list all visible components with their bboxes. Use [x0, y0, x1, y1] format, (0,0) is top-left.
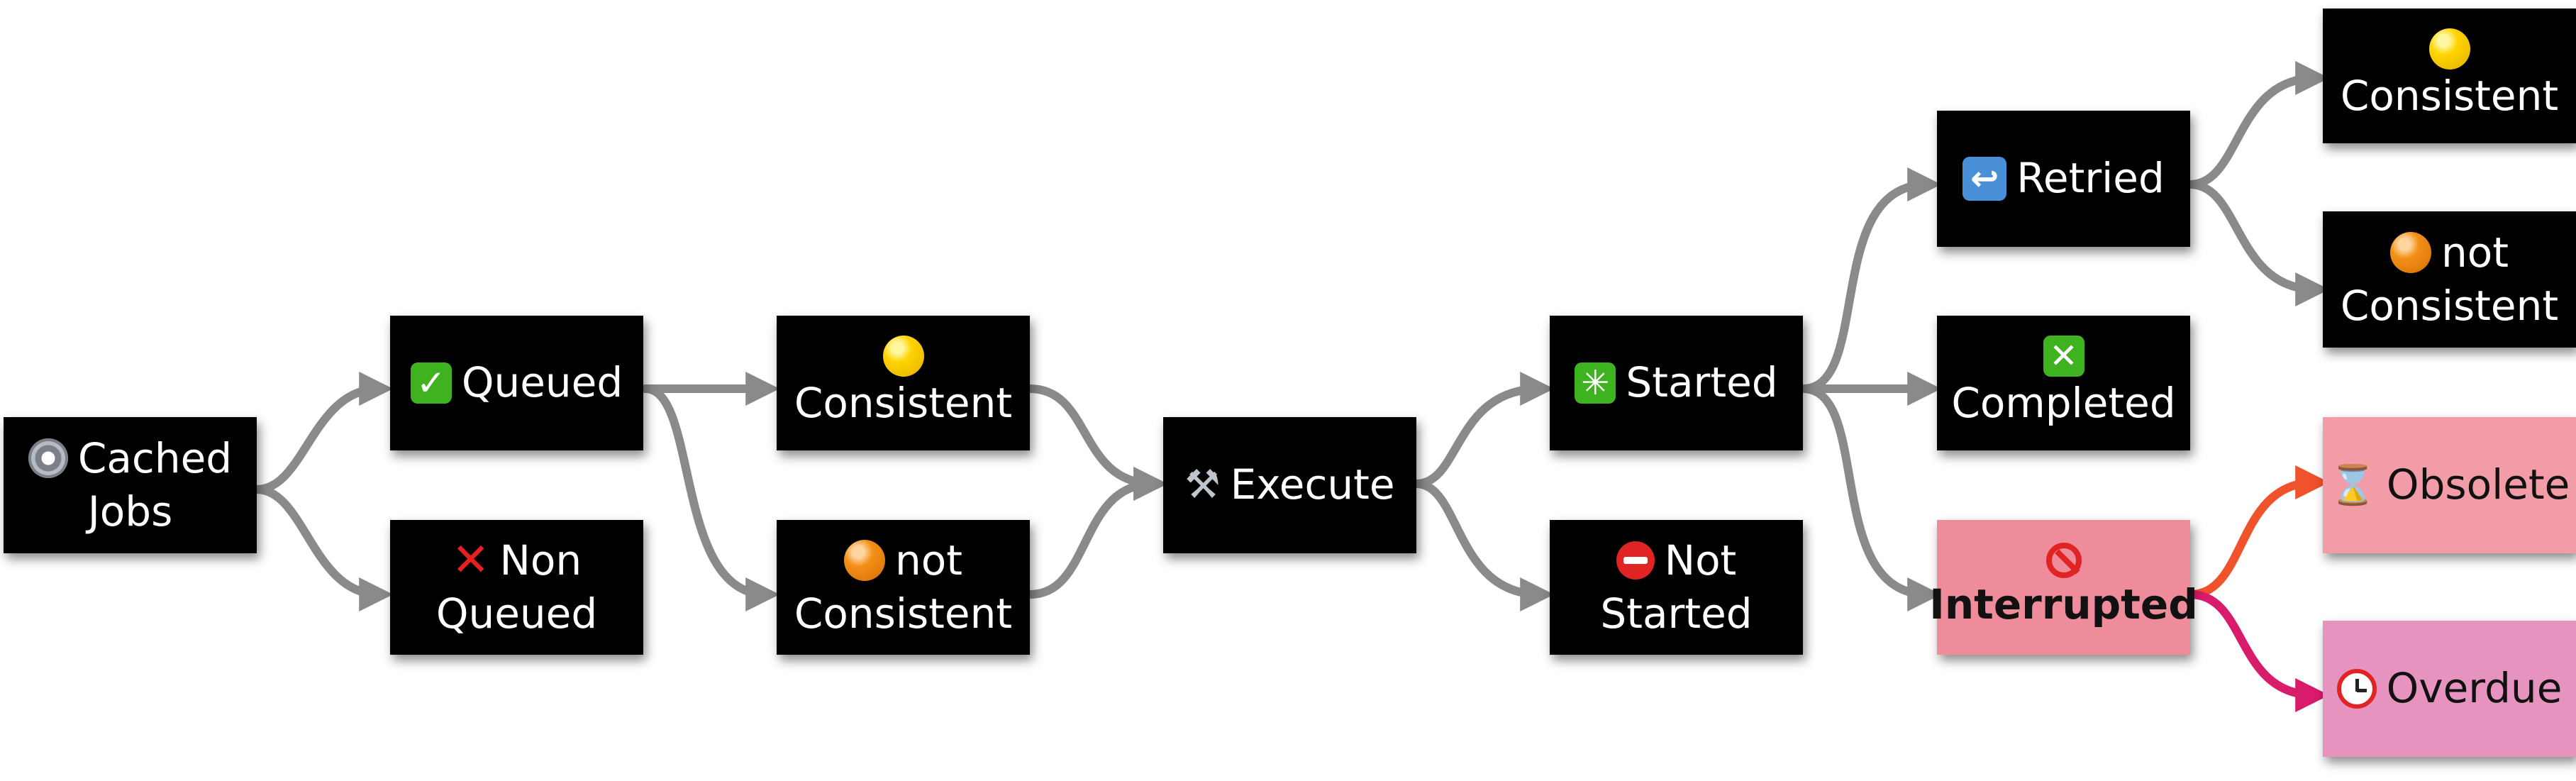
not-started-line2: Started	[1600, 589, 1753, 638]
node-retried: ↩ Retried	[1937, 111, 2190, 247]
node-interrupted: Interrupted	[1929, 520, 2198, 655]
interrupted-label: Interrupted	[1929, 580, 2198, 629]
prohibited-icon	[2045, 543, 2082, 579]
alarm-clock-icon	[2336, 668, 2377, 709]
completed-label: Completed	[1951, 379, 2176, 428]
overdue-label: Overdue	[2386, 664, 2563, 713]
node-consistent-2: Consistent	[2323, 9, 2576, 143]
edge-execute-to-started	[1412, 372, 1555, 488]
sparkle-icon: ✳	[1575, 362, 1616, 404]
edge-execute-to-notstarted	[1412, 480, 1555, 611]
hourglass-icon: ⌛	[2328, 462, 2377, 507]
edge-cached-to-nonqueued	[252, 485, 394, 611]
non-queued-line1: Non	[499, 536, 582, 585]
not-started-line1: Not	[1664, 536, 1737, 585]
cross-mark-icon: ✕	[451, 534, 490, 587]
edge-queued-to-notconsistent	[641, 384, 780, 611]
no-entry-icon	[1616, 541, 1655, 580]
consistent-1-label: Consistent	[794, 379, 1013, 428]
edge-cached-to-queued	[252, 372, 394, 494]
cross-box-icon: ✕	[2043, 336, 2084, 377]
node-completed: ✕ Completed	[1937, 316, 2190, 450]
yellow-circle-icon	[882, 336, 924, 377]
edge-consistent-to-execute	[1026, 384, 1168, 501]
cached-jobs-line2: Jobs	[87, 487, 173, 536]
yellow-circle-icon	[2428, 28, 2470, 70]
started-label: Started	[1626, 358, 1778, 407]
not-consistent-1-line1: not	[895, 536, 962, 585]
tools-icon: ⚒	[1184, 461, 1221, 508]
edge-started-to-retried	[1799, 167, 1942, 393]
edge-retried-to-notconsistent	[2186, 180, 2330, 306]
node-not-started: Not Started	[1550, 520, 1803, 655]
node-overdue: Overdue	[2323, 621, 2576, 757]
node-not-consistent-2: not Consistent	[2323, 211, 2576, 348]
orange-circle-icon	[844, 540, 885, 582]
node-queued: ✓ Queued	[390, 316, 643, 450]
node-obsolete: ⌛ Obsolete	[2323, 417, 2576, 553]
not-consistent-2-line2: Consistent	[2340, 282, 2559, 330]
obsolete-label: Obsolete	[2386, 460, 2570, 509]
consistent-2-label: Consistent	[2340, 72, 2559, 121]
edge-retried-to-consistent	[2186, 61, 2330, 189]
node-started: ✳ Started	[1550, 316, 1803, 450]
node-non-queued: ✕ Non Queued	[390, 520, 643, 655]
cached-jobs-line1: Cached	[77, 433, 233, 482]
node-consistent-1: Consistent	[777, 316, 1030, 450]
edge-notconsistent-to-execute	[1026, 467, 1168, 599]
gear-icon	[28, 438, 68, 479]
edge-interrupted-to-overdue	[2186, 590, 2330, 712]
non-queued-line2: Queued	[435, 589, 598, 638]
retry-arrow-icon: ↩	[1962, 156, 2007, 201]
not-consistent-1-line2: Consistent	[794, 589, 1013, 638]
edge-interrupted-to-obsolete	[2186, 465, 2330, 599]
retried-label: Retried	[2016, 154, 2165, 203]
check-mark-icon: ✓	[410, 362, 452, 404]
node-cached-jobs: Cached Jobs	[4, 417, 257, 553]
node-not-consistent-1: not Consistent	[777, 520, 1030, 655]
orange-circle-icon	[2390, 232, 2431, 274]
execute-label: Execute	[1230, 460, 1395, 509]
edge-started-to-interrupted	[1799, 384, 1942, 611]
node-execute: ⚒ Execute	[1163, 417, 1416, 553]
queued-label: Queued	[461, 358, 623, 407]
not-consistent-2-line1: not	[2441, 228, 2509, 277]
